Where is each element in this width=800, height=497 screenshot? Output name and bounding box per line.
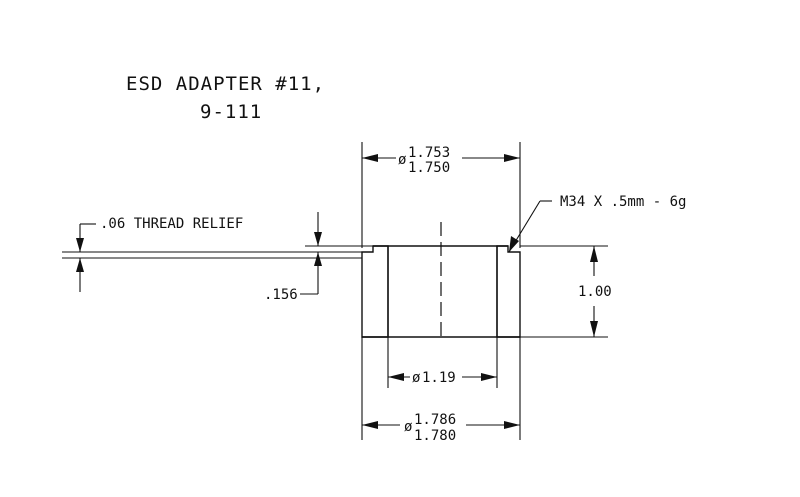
top-diameter-lower: 1.750 <box>408 160 450 176</box>
bore-dimension: ø 1.19 <box>387 337 498 388</box>
step-label: .156 <box>264 287 298 303</box>
height-dimension: 1.00 <box>520 245 612 338</box>
top-diameter-upper: 1.753 <box>408 145 450 161</box>
bottom-diameter-dimension: ø 1.786 1.780 <box>361 337 521 444</box>
height-label: 1.00 <box>578 284 612 300</box>
step-dimension: .156 <box>264 212 322 303</box>
bore-symbol: ø <box>412 370 421 386</box>
thread-spec-label: M34 X .5mm - 6g <box>560 194 686 210</box>
left-wall-hatch <box>361 245 389 338</box>
thread-callout: M34 X .5mm - 6g <box>508 194 686 253</box>
top-diameter-dimension: ø 1.753 1.750 <box>361 142 521 248</box>
bottom-diameter-upper: 1.786 <box>414 412 456 428</box>
top-diameter-symbol: ø <box>398 152 407 168</box>
bottom-diameter-symbol: ø <box>404 419 413 435</box>
thread-relief-label: .06 THREAD RELIEF <box>100 216 243 232</box>
drawing-title-line1: ESD ADAPTER #11, <box>126 73 325 95</box>
part-section <box>361 222 521 340</box>
bore-label: 1.19 <box>422 370 456 386</box>
drawing-title-line2: 9-111 <box>200 101 262 123</box>
thread-relief-dimension: .06 THREAD RELIEF <box>62 216 373 292</box>
bottom-diameter-lower: 1.780 <box>414 428 456 444</box>
right-wall-hatch <box>496 245 521 338</box>
